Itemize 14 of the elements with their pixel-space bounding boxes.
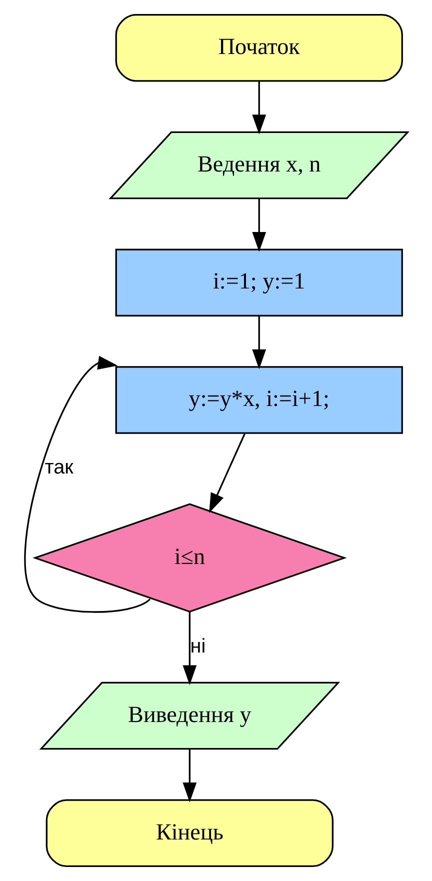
- node-box: y:=y*x, i:=i+1;: [115, 366, 403, 434]
- arrow: [252, 81, 266, 134]
- node-box: Кінець: [46, 799, 334, 868]
- edge-label: ні: [190, 635, 206, 658]
- arrow: [252, 198, 266, 252]
- arrow: [252, 316, 266, 370]
- edge-label: так: [44, 456, 74, 479]
- node-box: Початок: [115, 14, 403, 82]
- arrow: [24, 356, 150, 613]
- arrow: [182, 749, 197, 802]
- arrow: [209, 433, 246, 514]
- arrow: [182, 612, 197, 686]
- node-box: i:=1; y:=1: [115, 248, 403, 316]
- node-diamond: i≤n: [32, 503, 347, 612]
